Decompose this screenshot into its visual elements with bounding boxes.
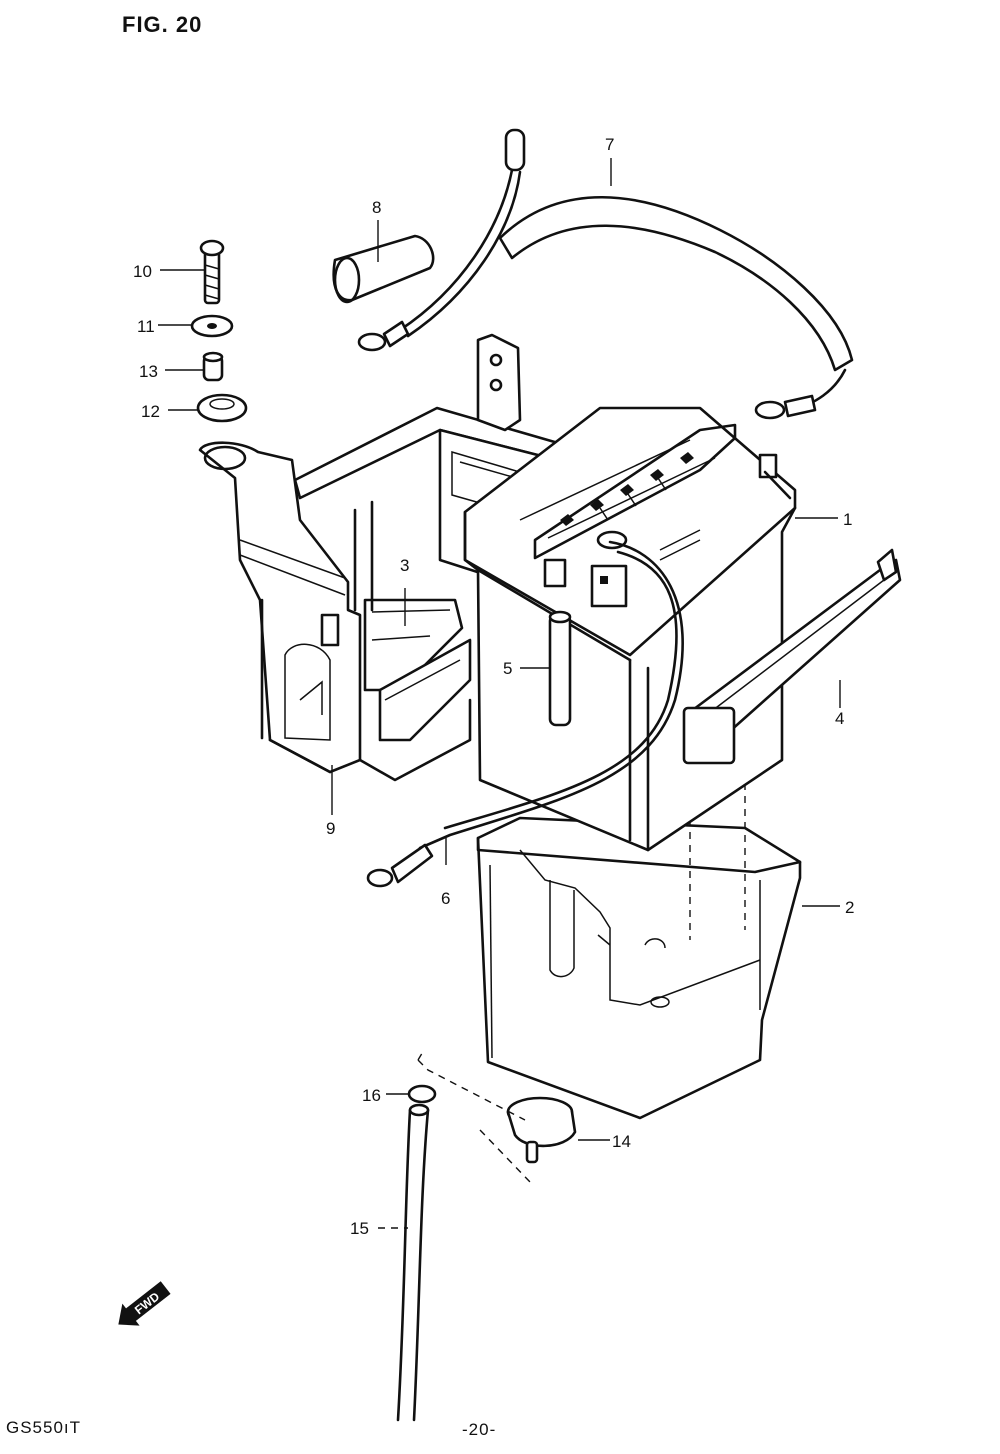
part-4-strap: [682, 548, 902, 765]
model-code: GS550ıT: [6, 1418, 82, 1437]
callout-10: 10: [133, 262, 152, 281]
callout-11: 11: [137, 317, 155, 336]
callout-8: 8: [372, 198, 381, 217]
part-10-bolt: [199, 239, 225, 305]
callout-2: 2: [845, 898, 854, 917]
callout-7: 7: [605, 135, 614, 154]
callout-9: 9: [326, 819, 335, 838]
callout-13: 13: [139, 362, 158, 381]
assembly-guide-lines: [417, 1049, 531, 1183]
part-5-breather-tube: [548, 610, 572, 727]
part-15-drain-hose: [396, 1103, 430, 1422]
part-2-battery-case: [476, 770, 802, 1120]
part-11-washer: [190, 314, 234, 338]
leader-lines: [158, 158, 841, 1229]
part-12-grommet: [196, 393, 248, 423]
part-6-negative-lead: [366, 540, 684, 888]
callout-4: 4: [835, 709, 844, 728]
callout-5: 5: [503, 659, 512, 678]
callout-6: 6: [441, 889, 450, 908]
part-13-collar: [202, 351, 224, 382]
callout-labels: 1 2 3 4 5 6 7 8 9 10 11 13 12 14 15 16: [133, 135, 854, 1238]
part-16-clamp: [407, 1084, 437, 1104]
part-14-drain-fitting: [506, 1096, 577, 1164]
callout-12: 12: [141, 402, 160, 421]
part-8-terminal-cover: [332, 234, 435, 304]
part-7-positive-lead: [357, 128, 854, 420]
callout-16: 16: [362, 1086, 381, 1105]
part-1-battery: [463, 406, 797, 852]
callout-15: 15: [350, 1219, 369, 1238]
callout-14: 14: [612, 1132, 631, 1151]
callout-1: 1: [843, 510, 852, 529]
figure-title: FIG. 20: [122, 12, 203, 37]
fwd-arrow-icon: FWD: [118, 1281, 171, 1326]
callout-3: 3: [400, 556, 409, 575]
page-number: -20-: [462, 1420, 497, 1439]
